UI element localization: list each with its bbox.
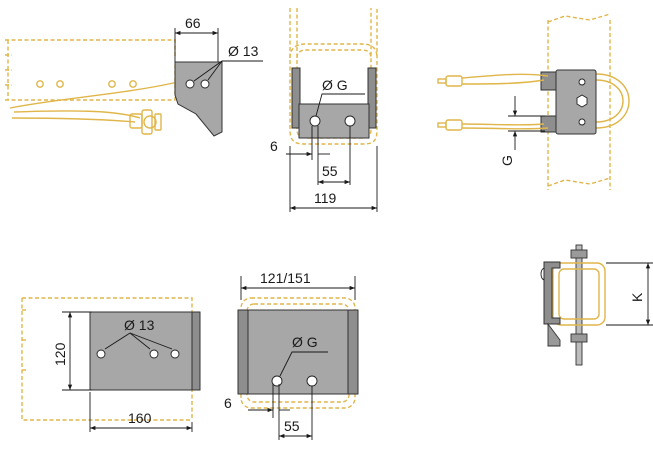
view-side-plate: Ø 13 120 160 bbox=[21, 297, 201, 432]
view-cross-section: K bbox=[540, 244, 653, 366]
hole-diameter-g-label-2: Ø G bbox=[292, 334, 318, 350]
hole-diameter-g-label: Ø G bbox=[322, 77, 348, 93]
dim-height-120: 120 bbox=[52, 342, 68, 366]
hole-diameter-label-2: Ø 13 bbox=[124, 317, 155, 333]
hole-diameter-label: Ø 13 bbox=[228, 43, 259, 59]
dim-spacing-55: 55 bbox=[322, 163, 338, 179]
view-end-plate: Ø G 121/151 6 55 bbox=[224, 270, 359, 440]
dim-offset-6-2: 6 bbox=[224, 395, 232, 411]
view-cable-detail: G bbox=[437, 13, 630, 190]
dim-width-66: 66 bbox=[185, 15, 201, 31]
dim-spacing-55-2: 55 bbox=[284, 418, 300, 434]
dim-width-160: 160 bbox=[128, 410, 152, 426]
view-side-bracket: 66 Ø 13 bbox=[5, 15, 263, 137]
dim-offset-6: 6 bbox=[270, 138, 278, 154]
dim-gap-g: G bbox=[499, 155, 515, 166]
dim-height-k: K bbox=[629, 292, 645, 302]
dim-width-121-151: 121/151 bbox=[260, 270, 311, 286]
dim-width-119: 119 bbox=[314, 190, 337, 206]
view-end-bracket: Ø G 6 55 119 bbox=[270, 8, 378, 212]
